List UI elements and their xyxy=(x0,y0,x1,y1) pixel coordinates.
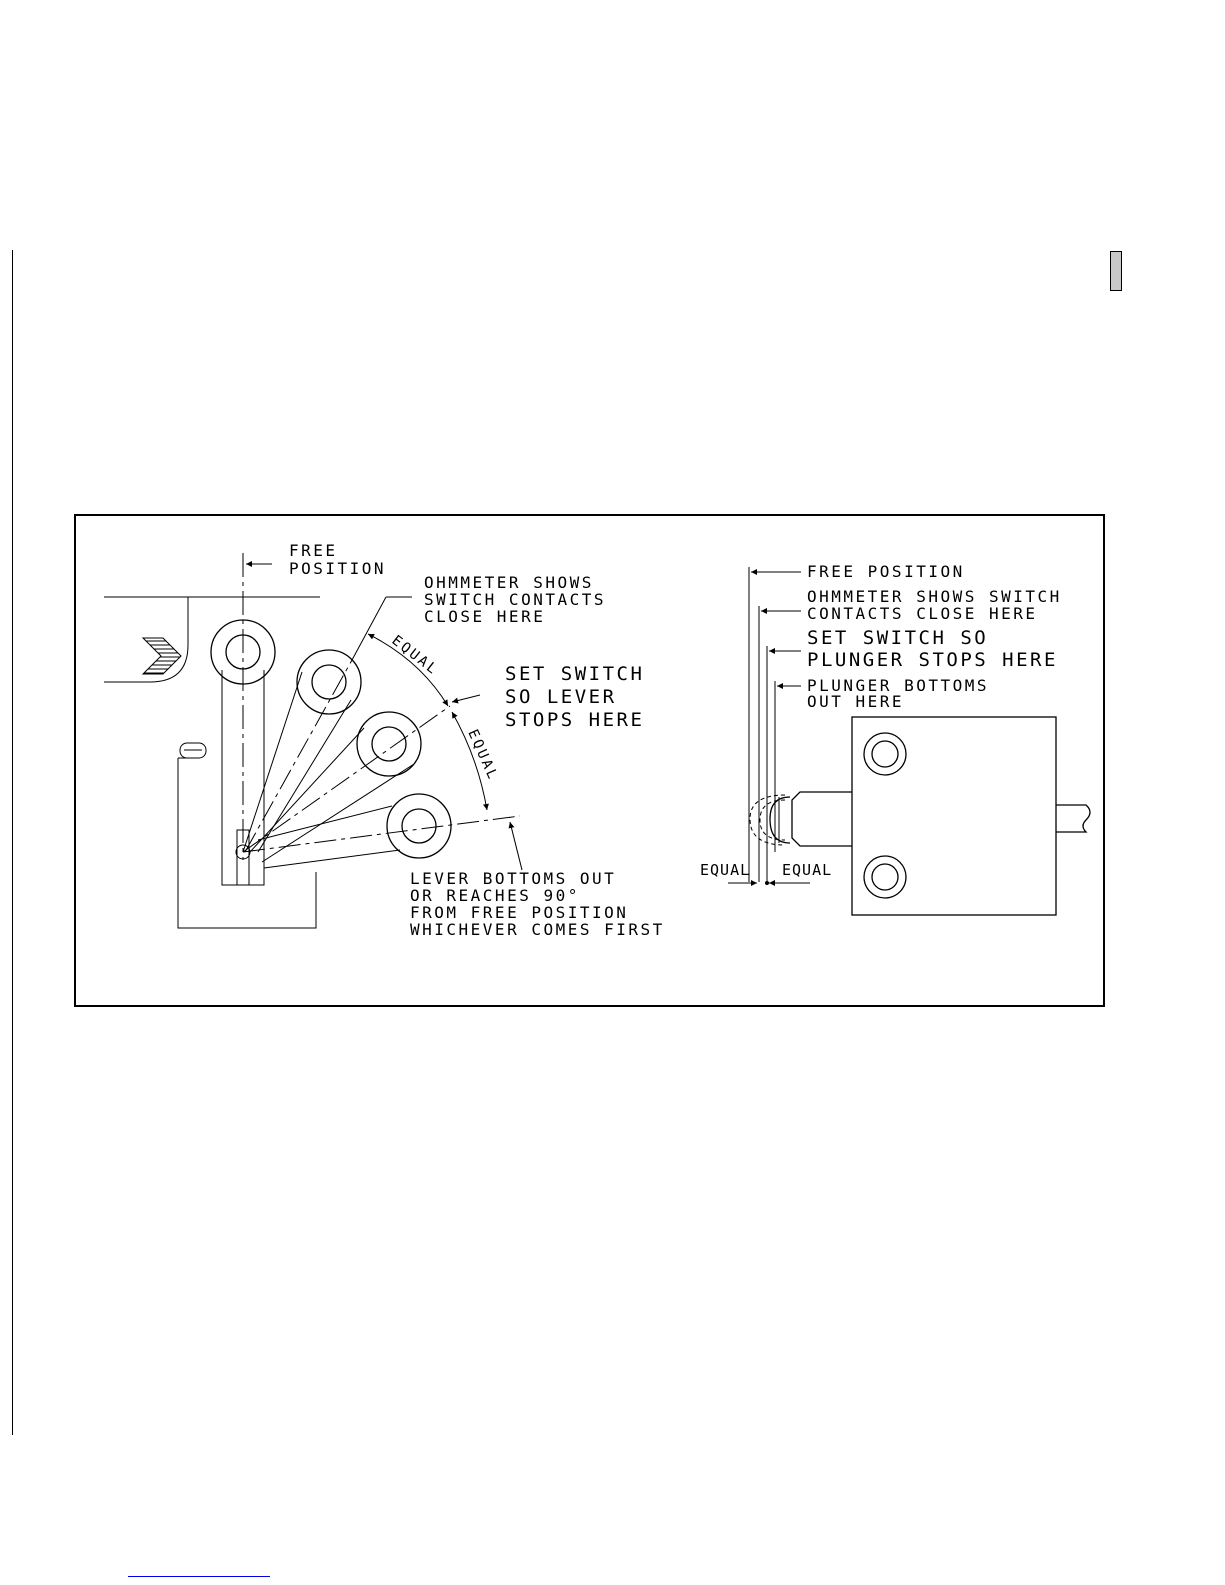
plunger-set-switch-label-2: PLUNGER STOPS HERE xyxy=(807,649,1058,671)
lever-arm-free xyxy=(222,670,264,885)
lever-bottoms-label-4: WHICHEVER COMES FIRST xyxy=(410,920,665,939)
plunger-free-label: FREE POSITION xyxy=(807,562,965,581)
set-switch-leader xyxy=(452,695,480,702)
lever-free-label-2: POSITION xyxy=(289,559,386,578)
mount-hole-top xyxy=(864,733,906,775)
switch-body xyxy=(178,758,316,928)
lever-set-switch-label-3: STOPS HERE xyxy=(505,709,644,731)
roller-stop xyxy=(357,712,421,776)
rear-shaft xyxy=(1056,805,1090,832)
lever-set-switch-label-1: SET SWITCH xyxy=(505,663,644,685)
plunger-ohmmeter-label-2: CONTACTS CLOSE HERE xyxy=(807,604,1038,623)
plunger-switch-body xyxy=(852,717,1056,915)
plunger-equal-right: EQUAL xyxy=(782,861,832,879)
lever-ohmmeter-label-3: CLOSE HERE xyxy=(424,607,545,626)
plunger-housing xyxy=(792,792,852,846)
mount-hole-bottom xyxy=(864,856,906,898)
lever-set-switch-label-2: SO LEVER xyxy=(505,686,617,708)
direction-arrow-icon xyxy=(143,638,181,674)
lever-free-label-1: FREE xyxy=(289,541,338,560)
bottoms-out-leader xyxy=(510,822,522,870)
plunger-set-switch-label-1: SET SWITCH SO xyxy=(807,627,988,649)
plunger-equal-left: EQUAL xyxy=(700,861,750,879)
plunger-bottoms-label-2: OUT HERE xyxy=(807,692,904,711)
plunger-head xyxy=(770,797,790,843)
lever-equal-lower: EQUAL xyxy=(464,727,501,783)
lever-equal-upper: EQUAL xyxy=(389,633,442,679)
roller-contacts-close xyxy=(297,650,361,714)
